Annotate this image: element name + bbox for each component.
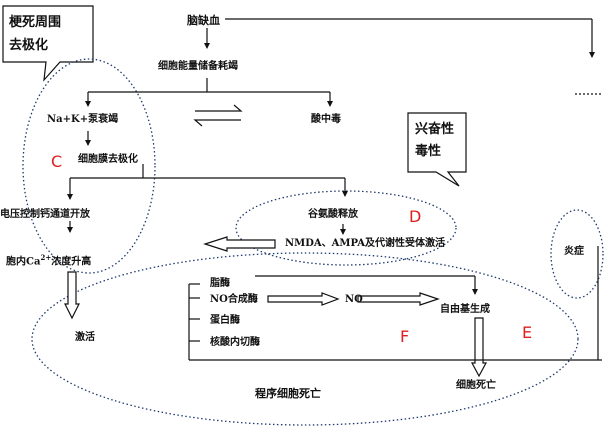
node-receptor-activation: NMDA、AMPA及代谢性受体激活: [285, 238, 446, 249]
node-endonuclease: 核酸内切酶: [210, 337, 260, 348]
node-no: NO: [345, 294, 363, 305]
hollow-arrow-calcium-to-activation: [64, 271, 80, 320]
callout-infarct-periphery-line1: 梗死周围: [9, 15, 62, 30]
node-protease: 蛋白酶: [210, 315, 240, 326]
node-necrosis: 细胞死亡: [456, 380, 496, 391]
region-label-f: F: [400, 327, 410, 346]
calcium-superscript: 2+: [40, 253, 52, 262]
hollow-arrow-receptor-to-calcium: [203, 236, 276, 252]
node-calcium-rise: 胞内Ca2+浓度升高: [6, 254, 91, 267]
equilibrium-symbol: [193, 104, 243, 127]
region-label-c: C: [51, 152, 63, 171]
hollow-arrow-no-to-radicals: [357, 292, 440, 306]
node-activation: 激活: [75, 332, 95, 343]
node-vgcc-opening: 电压控制钙通道开放: [0, 209, 90, 220]
node-glutamate-release: 谷氨酸释放: [308, 209, 358, 220]
hollow-arrow-nos-to-no: [267, 292, 340, 306]
callout-excitotoxicity-line1: 兴奋性: [415, 122, 455, 137]
calcium-rise-suffix: 浓度升高: [51, 256, 92, 268]
region-label-d: D: [409, 207, 422, 226]
calcium-rise-prefix: 胞内Ca: [6, 256, 41, 268]
node-lipase: 脂酶: [210, 278, 230, 289]
region-f-outline: [31, 252, 579, 426]
node-nos: NO合成酶: [210, 294, 258, 305]
callout-excitotoxicity-line2: 毒性: [415, 144, 442, 159]
node-inflammation: 炎症: [564, 246, 584, 257]
region-e-outline: [550, 209, 604, 299]
node-apoptosis: 程序细胞死亡: [255, 387, 321, 400]
node-acidosis: 酸中毒: [311, 114, 341, 125]
hollow-arrow-radicals-to-death: [470, 317, 488, 378]
node-cerebral-ischemia: 脑缺血: [187, 14, 220, 27]
node-na-k-pump-failure: Na+K+泵衰竭: [47, 114, 119, 125]
region-d-outline: [235, 190, 457, 266]
region-label-e: E: [522, 323, 533, 342]
node-energy-depletion: 细胞能量储备耗竭: [158, 61, 238, 72]
callout-infarct-periphery-line2: 去极化: [9, 38, 49, 53]
region-c-outline: [22, 58, 156, 274]
callout-infarct-periphery-box: [2, 5, 94, 82]
node-free-radicals: 自由基生成: [440, 304, 490, 315]
node-membrane-depolarization: 细胞膜去极化: [78, 154, 138, 165]
callout-excitotoxicity-box: [407, 112, 467, 187]
